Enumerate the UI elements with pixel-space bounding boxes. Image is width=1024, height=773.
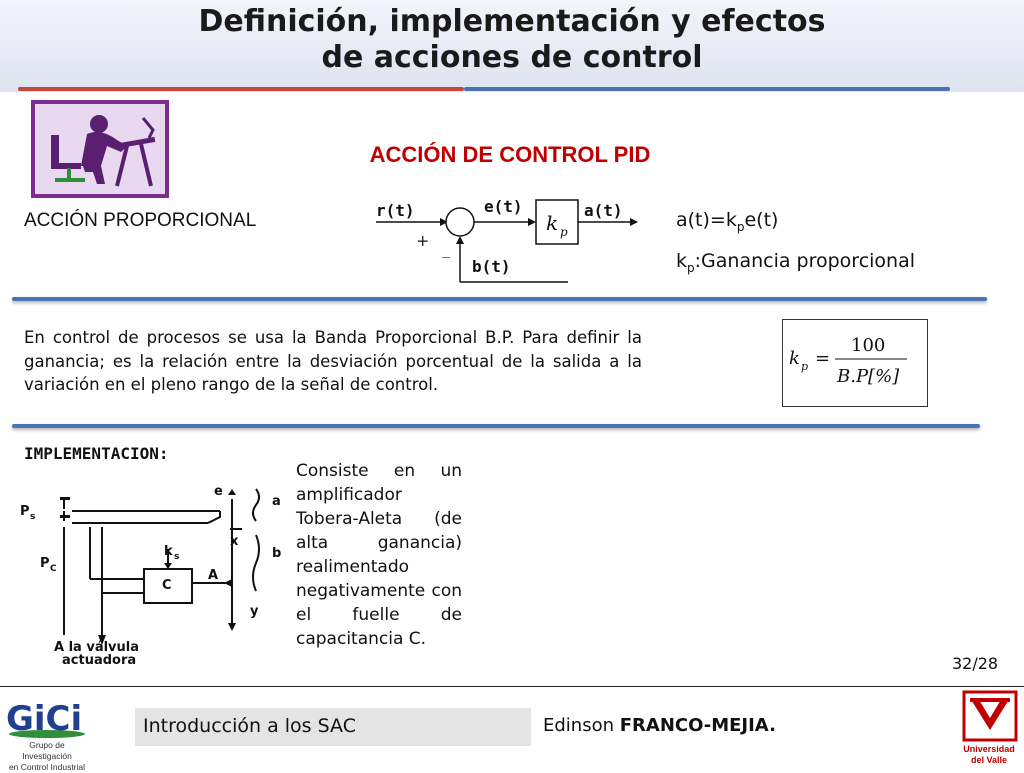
output-signal-label: a(t): [584, 201, 623, 220]
formula-numerator: 100: [851, 335, 885, 356]
gain-definition-text: :Ganancia proporcional: [694, 250, 916, 272]
supply-pressure-subscript: s: [30, 512, 35, 522]
title-bar: [0, 0, 1024, 92]
formula-denominator: B.P[%]: [836, 366, 900, 387]
proportional-equation: a(t)=kpe(t): [676, 209, 778, 234]
gain-block-k: k: [546, 211, 558, 235]
minus-sign: _: [442, 239, 450, 258]
slide-title: Definición, implementación y efectos de …: [0, 4, 1024, 76]
section-divider-2: [12, 424, 980, 428]
author-name: Edinson FRANCO-MEJIA.: [543, 715, 776, 736]
title-underline-red: [18, 87, 464, 91]
gici-logo-icon: GiCi: [4, 694, 90, 740]
reference-signal-label: r(t): [376, 201, 415, 220]
university-line1: Universidad: [963, 744, 1015, 754]
formula-k: k: [789, 348, 800, 369]
gain-formula-box: k p = 100 B.P[%]: [782, 319, 928, 407]
control-pressure-subscript: C: [50, 564, 57, 574]
gain-block-subscript: p: [560, 225, 568, 239]
formula-equals: =: [815, 348, 830, 369]
label-b: b: [272, 546, 281, 561]
gain-definition: kp:Ganancia proporcional: [676, 250, 915, 275]
valve-label-line2: actuadora: [62, 653, 136, 668]
author-first-name: Edinson: [543, 715, 620, 736]
feedback-signal-label: b(t): [472, 257, 511, 276]
supply-pressure-label: P: [20, 504, 30, 519]
block-diagram: r(t) e(t) a(t) b(t) + _ k p: [372, 190, 642, 290]
footer-divider: [0, 686, 1024, 687]
slide-title-line1: Definición, implementación y efectos: [198, 4, 826, 39]
label-a: a: [272, 494, 281, 509]
error-signal-label: e(t): [484, 197, 523, 216]
univalle-logo-icon: [962, 690, 1018, 742]
implementation-description: Consiste en un amplificador Tobera-Aleta…: [296, 461, 462, 649]
slide-title-line2: de acciones de control: [321, 40, 703, 75]
control-pressure-label: P: [40, 556, 50, 571]
section-heading: ACCIÓN DE CONTROL PID: [369, 142, 651, 167]
arrow-a-label: A: [208, 568, 218, 583]
capacitance-label: C: [162, 578, 172, 593]
label-x: x: [230, 534, 239, 549]
section-divider-1: [12, 297, 987, 301]
plus-sign: +: [416, 231, 429, 250]
nozzle-flapper-diagram: P s P C e a b x y k s C A A la válvula a…: [20, 475, 292, 670]
research-group-line2: en Control Industrial: [8, 762, 86, 772]
university-name: Universidad del Valle: [958, 744, 1020, 766]
gici-logo-text: GiCi: [6, 699, 82, 739]
implementation-title: IMPLEMENTACION:: [24, 444, 169, 463]
formula-subscript: p: [801, 360, 808, 373]
course-title-box: Introducción a los SAC: [135, 708, 531, 746]
equation-rhs: e(t): [744, 209, 779, 231]
label-y: y: [250, 604, 259, 619]
label-e: e: [214, 484, 223, 499]
spring-constant-label: k: [164, 544, 173, 559]
equation-lhs: a(t)=k: [676, 209, 737, 231]
university-line2: del Valle: [970, 755, 1008, 765]
person-at-drafting-table-icon: [31, 100, 169, 198]
title-underline-blue: [464, 87, 950, 91]
page-number: 32/28: [952, 654, 999, 673]
gain-symbol-subscript: p: [687, 260, 695, 275]
equation-lhs-subscript: p: [736, 219, 745, 234]
author-last-name: FRANCO-MEJIA.: [619, 715, 776, 736]
course-title: Introducción a los SAC: [143, 715, 356, 737]
gain-symbol: k: [676, 250, 688, 272]
proportional-action-label: ACCIÓN PROPORCIONAL: [24, 210, 257, 231]
valve-label-line1: A la válvula: [54, 640, 139, 655]
spring-constant-subscript: s: [174, 552, 179, 562]
research-group-name: Grupo de Investigación en Control Indust…: [6, 740, 88, 773]
research-group-line1: Grupo de Investigación: [22, 740, 72, 761]
proportional-band-paragraph: En control de procesos se usa la Banda P…: [24, 328, 642, 394]
